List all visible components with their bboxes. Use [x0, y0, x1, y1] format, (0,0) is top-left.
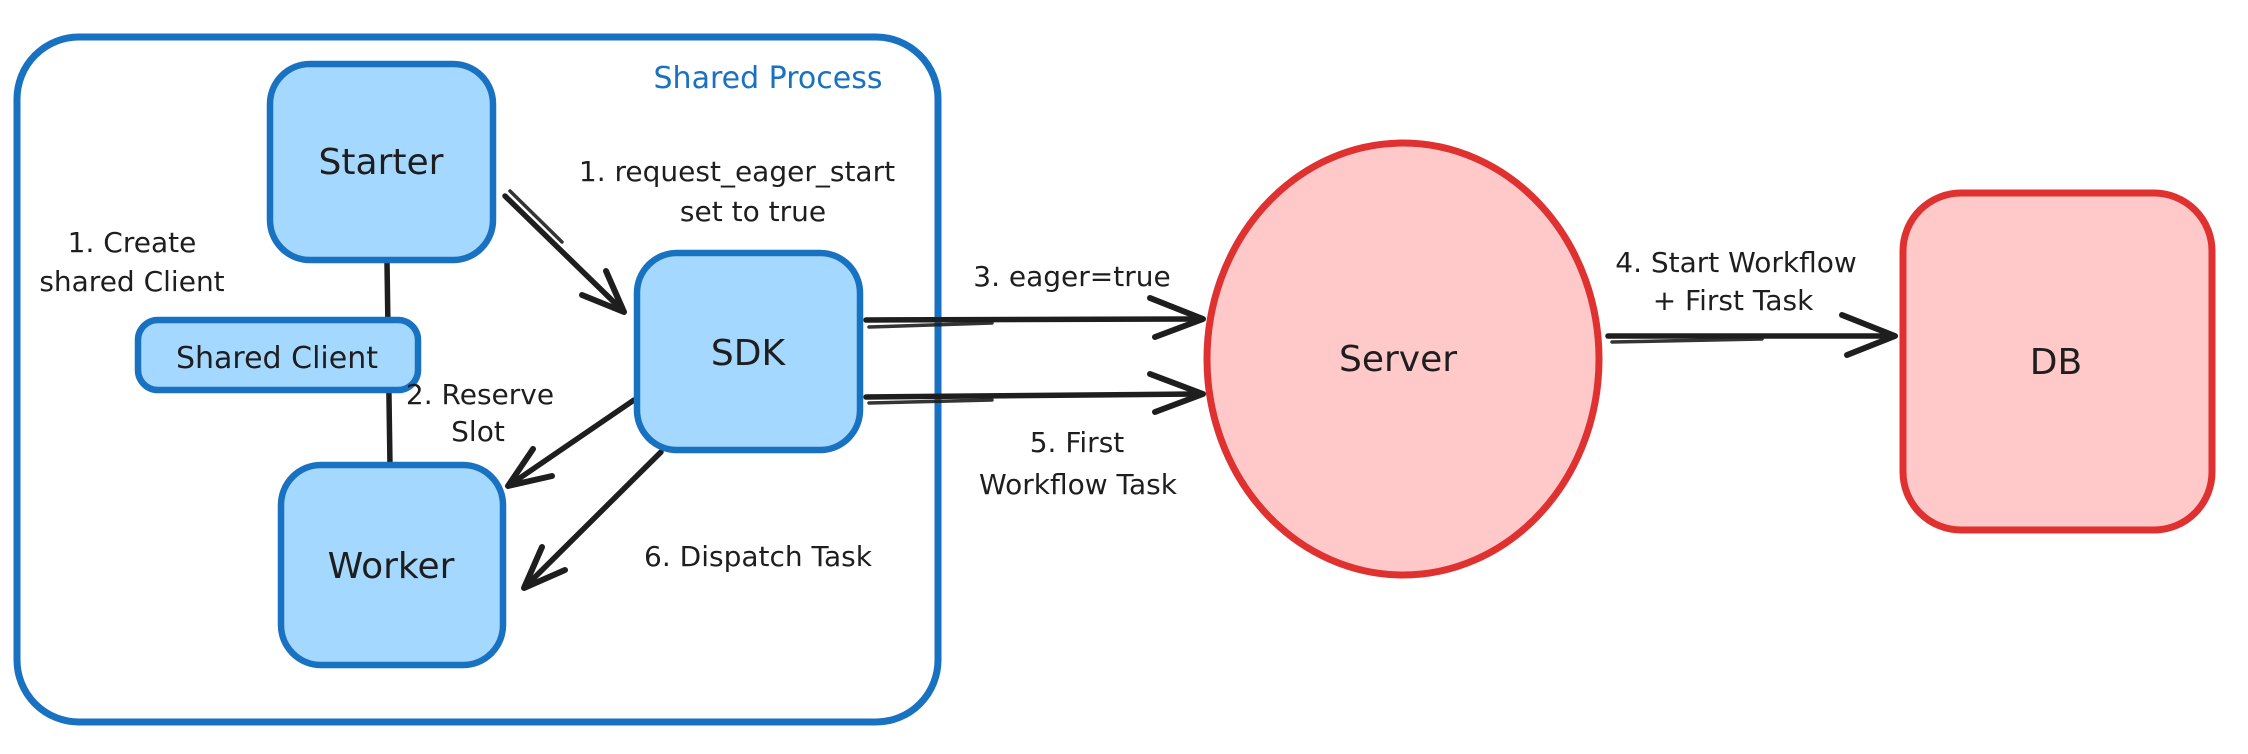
arrow-start-workflow: [1605, 312, 1898, 358]
svg-text:1. Create: 1. Create: [68, 226, 197, 259]
svg-text:+ First Task: + First Task: [1653, 284, 1814, 317]
svg-text:3. eager=true: 3. eager=true: [973, 260, 1170, 293]
arrow-dispatch-task: [521, 449, 664, 591]
shared-process-container: Shared Process: [13, 33, 942, 726]
db-box: [1899, 189, 2216, 534]
db-label: DB: [2030, 342, 2082, 383]
worker-label: Worker: [328, 546, 455, 587]
svg-text:2. Reserve: 2. Reserve: [406, 378, 554, 411]
annotation-first-workflow-task: 5. First Workflow Task: [979, 426, 1178, 501]
svg-text:shared Client: shared Client: [39, 265, 224, 298]
shared-process-label: Shared Process: [654, 61, 883, 96]
node-server: Server: [1203, 139, 1603, 579]
annotation-create-shared-client: 1. Create shared Client: [39, 226, 224, 298]
annotation-start-workflow: 4. Start Workflow + First Task: [1615, 246, 1857, 317]
arrow-reserve-slot: [505, 397, 637, 489]
node-shared-client: Shared Client: [134, 316, 422, 394]
sdk-box: [633, 249, 864, 454]
starter-label: Starter: [319, 142, 444, 183]
worker-box: [277, 461, 507, 669]
annotation-reserve-slot: 2. Reserve Slot: [406, 378, 554, 448]
shared-client-box: [134, 316, 422, 394]
sdk-label: SDK: [711, 333, 787, 374]
arrow-eager-true: [863, 295, 1206, 340]
server-label: Server: [1339, 339, 1457, 380]
node-db: DB: [1899, 189, 2216, 534]
starter-box: [266, 60, 497, 264]
node-starter: Starter: [266, 60, 497, 264]
shared-process-frame: [13, 33, 942, 726]
node-sdk: SDK: [633, 249, 864, 454]
arrow-first-workflow-task: [863, 371, 1206, 415]
server-circle: [1203, 139, 1603, 579]
svg-text:Slot: Slot: [451, 415, 505, 448]
svg-text:Workflow Task: Workflow Task: [979, 468, 1178, 501]
annotation-dispatch-task: 6. Dispatch Task: [644, 540, 873, 573]
svg-text:4. Start Workflow: 4. Start Workflow: [1615, 246, 1857, 279]
svg-text:6. Dispatch Task: 6. Dispatch Task: [644, 540, 873, 573]
annotation-request-eager-start: 1. request_eager_start set to true: [579, 155, 895, 228]
svg-text:5. First: 5. First: [1030, 426, 1125, 459]
annotation-eager-true: 3. eager=true: [973, 260, 1170, 293]
svg-text:1. request_eager_start: 1. request_eager_start: [579, 155, 895, 188]
shared-client-label: Shared Client: [176, 341, 378, 376]
arrow-request-eager-start: [502, 189, 627, 315]
node-worker: Worker: [277, 461, 507, 669]
svg-text:set to true: set to true: [680, 195, 826, 228]
